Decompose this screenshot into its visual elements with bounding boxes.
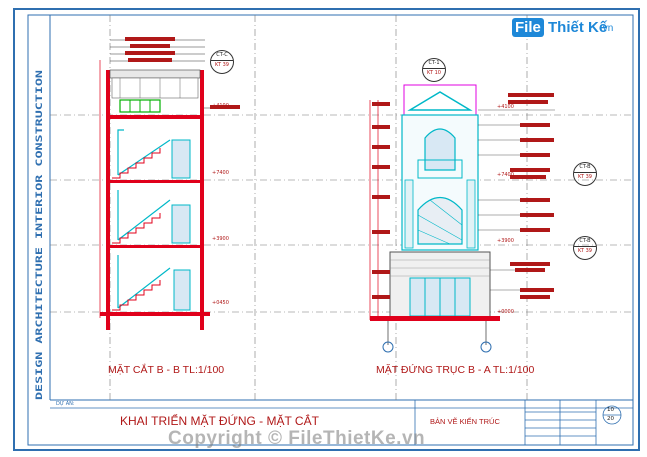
drawing-border xyxy=(27,14,634,446)
drawing-type: BẢN VẼ KIẾN TRÚC xyxy=(430,417,500,426)
callout-ref: CT-C xyxy=(216,52,228,58)
elevation-drawing xyxy=(369,84,555,353)
logo-domain-text: .vn xyxy=(600,23,614,34)
sheet-number: 10 xyxy=(607,407,614,413)
level-label: +3900 xyxy=(212,236,229,242)
elevation-view-title: MẶT ĐỨNG TRỤC B - A TL:1/100 xyxy=(376,364,535,376)
level-label: +4100 xyxy=(497,104,514,110)
level-label: +4100 xyxy=(212,103,229,109)
detail-callout: CT-C KT 39 xyxy=(210,50,234,74)
logo-file-text: File xyxy=(512,18,544,37)
level-label: +0450 xyxy=(212,300,229,306)
callout-sheet: KT 39 xyxy=(574,172,596,182)
detail-callout: CT-B KT 39 xyxy=(573,236,597,260)
detail-callout: CT-1 KT 10 xyxy=(422,58,446,82)
callout-sheet: KT 39 xyxy=(211,60,233,70)
sheet-border xyxy=(13,8,640,451)
callout-ref: CT-1 xyxy=(428,60,440,66)
level-label: +3900 xyxy=(497,238,514,244)
section-drawing xyxy=(99,37,240,330)
side-stamp: DESIGN ARCHITECTURE INTERIOR CONSTRUCTIO… xyxy=(35,70,45,400)
level-label: +7400 xyxy=(212,170,229,176)
copyright-watermark: Copyright © FileThietKe.vn xyxy=(168,428,426,449)
callout-sheet: KT 10 xyxy=(423,68,445,78)
callout-sheet: KT 39 xyxy=(574,246,596,256)
brand-logo: File Thiết Kế .vn xyxy=(510,16,618,40)
level-label: +7400 xyxy=(497,172,514,178)
callout-ref: CT-B xyxy=(579,164,591,170)
callout-ref: CT-B xyxy=(579,238,591,244)
logo-name-text: Thiết Kế xyxy=(548,19,608,36)
project-label: DỰ ÁN: xyxy=(56,401,75,407)
title-block xyxy=(50,400,633,445)
side-stamp-text: DESIGN ARCHITECTURE INTERIOR CONSTRUCTIO… xyxy=(35,70,45,400)
sheet-total: 20 xyxy=(607,416,614,422)
drawing-title: KHAI TRIỂN MẶT ĐỨNG - MẶT CẮT xyxy=(120,414,319,428)
detail-callout: CT-B KT 39 xyxy=(573,162,597,186)
section-view-title: MẶT CẮT B - B TL:1/100 xyxy=(108,364,225,376)
level-label: +0000 xyxy=(497,309,514,315)
